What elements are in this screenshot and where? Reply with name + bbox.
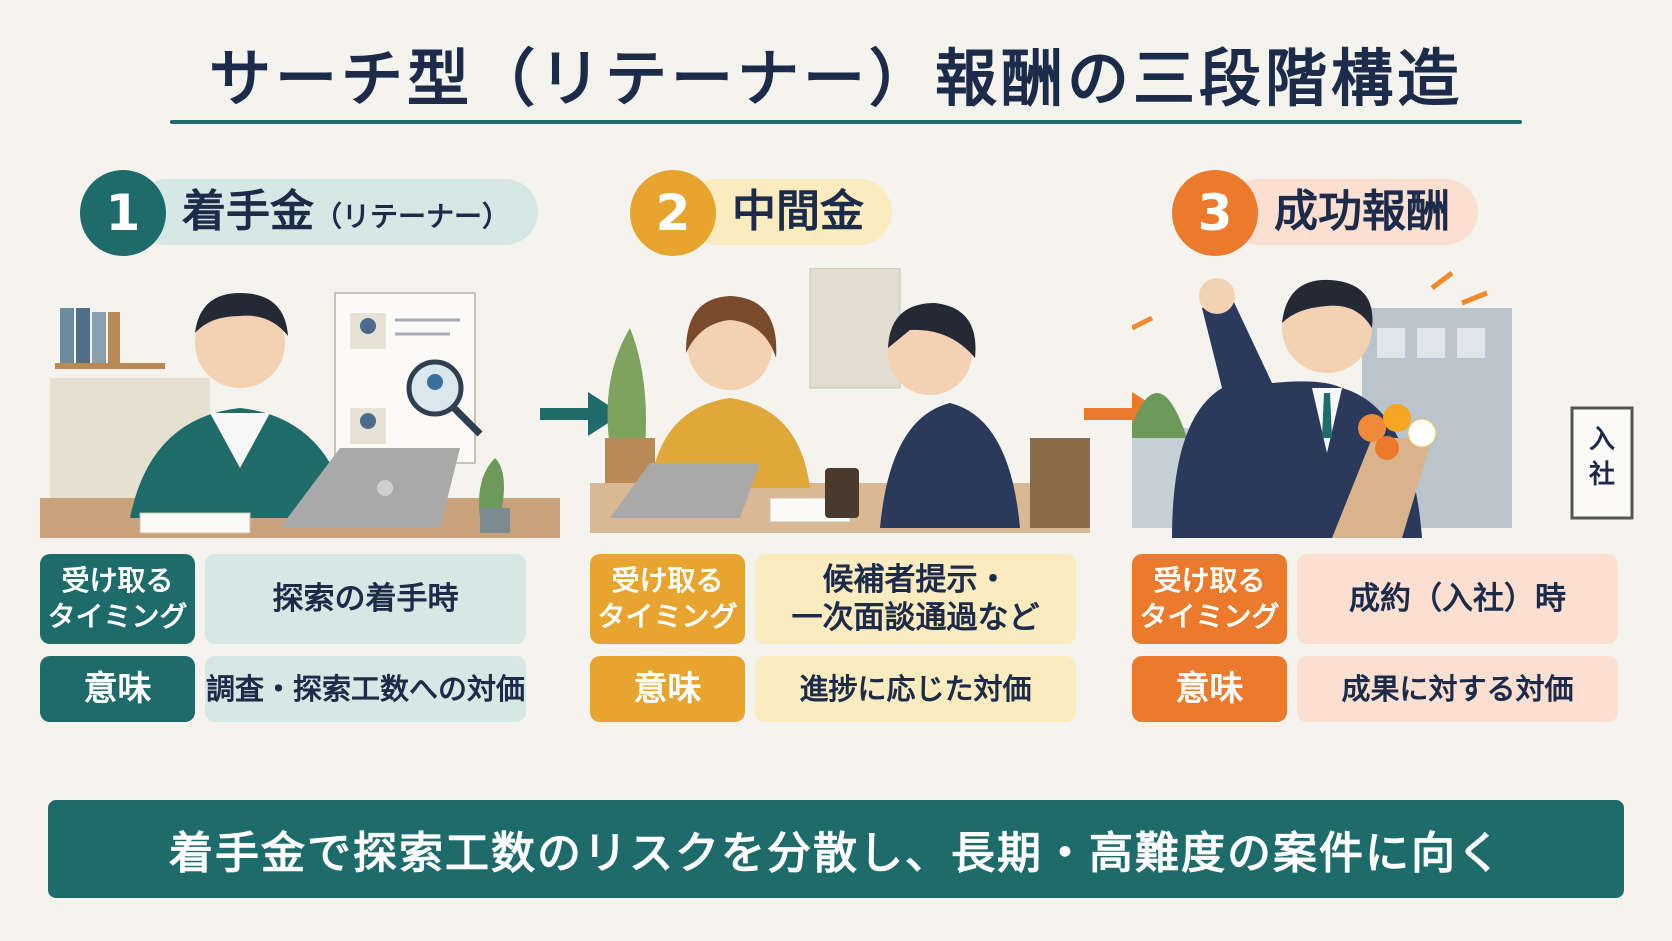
arrow-right-icon <box>540 392 622 436</box>
step-1-meaning-row: 意味 調査・探索工数への対価 <box>40 656 560 722</box>
step-3-meaning-row: 意味 成果に対する対価 <box>1132 656 1652 722</box>
step-1-timing-value: 探索の着手時 <box>205 554 526 644</box>
step-3-label: 成功報酬 <box>1226 179 1478 245</box>
step-3-label-text: 成功報酬 <box>1274 186 1450 237</box>
step-2-meaning-value: 進捗に応じた対価 <box>755 656 1076 722</box>
step-1-timing-tag: 受け取る タイミング <box>40 554 195 644</box>
step-1-label-text: 着手金 <box>182 186 314 237</box>
step-1-column: 1 着手金（リテーナー） 受け取る タイミング 探索の着手時 意味 調査・探索工… <box>40 168 560 778</box>
step-1-number-badge: 1 <box>80 170 166 256</box>
celebrating-hire-icon: 入 社 <box>1132 271 1634 538</box>
step-3-meaning-value: 成果に対する対価 <box>1297 656 1618 722</box>
step-2-timing-tag: 受け取る タイミング <box>590 554 745 644</box>
step-3-timing-tag: 受け取る タイミング <box>1132 554 1287 644</box>
step-3-column: 3 成功報酬 入 社 受け取る タイミング 成約（入社）時 意味 成果に対する対… <box>1132 168 1652 778</box>
step-2-timing-row: 受け取る タイミング 候補者提示・ 一次面談通過など <box>590 554 1110 644</box>
step-3-number-badge: 3 <box>1172 170 1258 256</box>
interview-meeting-icon <box>590 268 1090 533</box>
title-underline <box>170 120 1522 124</box>
step-1-label: 着手金（リテーナー） <box>134 179 539 245</box>
step-2-meaning-tag: 意味 <box>590 656 745 722</box>
step-2-label-text: 中間金 <box>732 186 864 237</box>
consultant-searching-icon <box>40 292 560 538</box>
step-3-meaning-tag: 意味 <box>1132 656 1287 722</box>
step-2-column: 2 中間金 受け取る タイミング 候補者提示・ 一次面談通過など 意味 進捗に応… <box>590 168 1110 778</box>
step-2-meaning-row: 意味 進捗に応じた対価 <box>590 656 1110 722</box>
step-1-meaning-tag: 意味 <box>40 656 195 722</box>
step-1-meaning-value: 調査・探索工数への対価 <box>205 656 526 722</box>
step-1-timing-row: 受け取る タイミング 探索の着手時 <box>40 554 560 644</box>
page-title: サーチ型（リテーナー）報酬の三段階構造 <box>208 42 1463 115</box>
step-3-timing-value: 成約（入社）時 <box>1297 554 1618 644</box>
step-2-timing-value: 候補者提示・ 一次面談通過など <box>755 554 1076 644</box>
hire-sign-text: 入 <box>1589 425 1615 455</box>
step-3-timing-row: 受け取る タイミング 成約（入社）時 <box>1132 554 1652 644</box>
step-2-number-badge: 2 <box>630 170 716 256</box>
svg-text:社: 社 <box>1589 459 1615 490</box>
step-1-label-sub: （リテーナー） <box>314 200 511 233</box>
step-2-label: 中間金 <box>684 179 892 245</box>
summary-banner: 着手金で探索工数のリスクを分散し、長期・高難度の案件に向く <box>48 800 1624 898</box>
